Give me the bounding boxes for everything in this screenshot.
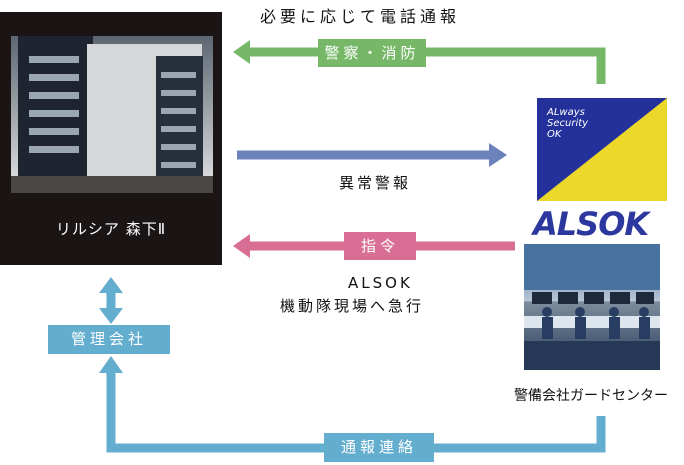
dispatch-description: 機動隊現場へ急行 — [280, 297, 425, 315]
police-fire-label: 警察・消防 — [318, 39, 426, 67]
management-up-arrow — [99, 277, 123, 293]
alsok-logo-panel: ALways Security OK — [537, 98, 667, 201]
management-down-arrow — [99, 308, 123, 324]
alsok-logo-line-1: ALways — [547, 107, 585, 118]
building-name: リルシア 森下Ⅱ — [55, 220, 167, 238]
building-photo — [11, 36, 213, 193]
abnormal-alert-text: 異常警報 — [339, 174, 412, 192]
alsok-logo-line-2: Security — [547, 118, 589, 129]
blue-arrow-head — [489, 143, 507, 167]
alsok-brand-logo: ALSOK — [533, 205, 649, 243]
report-contact-label: 通報連絡 — [324, 433, 434, 462]
command-label: 指令 — [344, 232, 416, 260]
alsok-dispatch-title: ALSOK — [348, 274, 413, 292]
report-arrow-head — [99, 356, 123, 373]
alsok-logo-line-3: OK — [547, 129, 562, 140]
guard-center-label: 警備会社ガードセンター — [514, 388, 668, 404]
top-title: 必要に応じて電話通報 — [260, 7, 461, 26]
green-arrow-head — [233, 40, 250, 64]
alsok-logo-slogan: ALways Security OK — [547, 107, 588, 140]
pink-arrow-head — [233, 234, 250, 258]
building-illustration — [11, 36, 213, 193]
guard-center-photo — [524, 244, 660, 370]
guard-center-illustration — [524, 244, 660, 370]
management-company-box: 管理会社 — [48, 325, 170, 354]
